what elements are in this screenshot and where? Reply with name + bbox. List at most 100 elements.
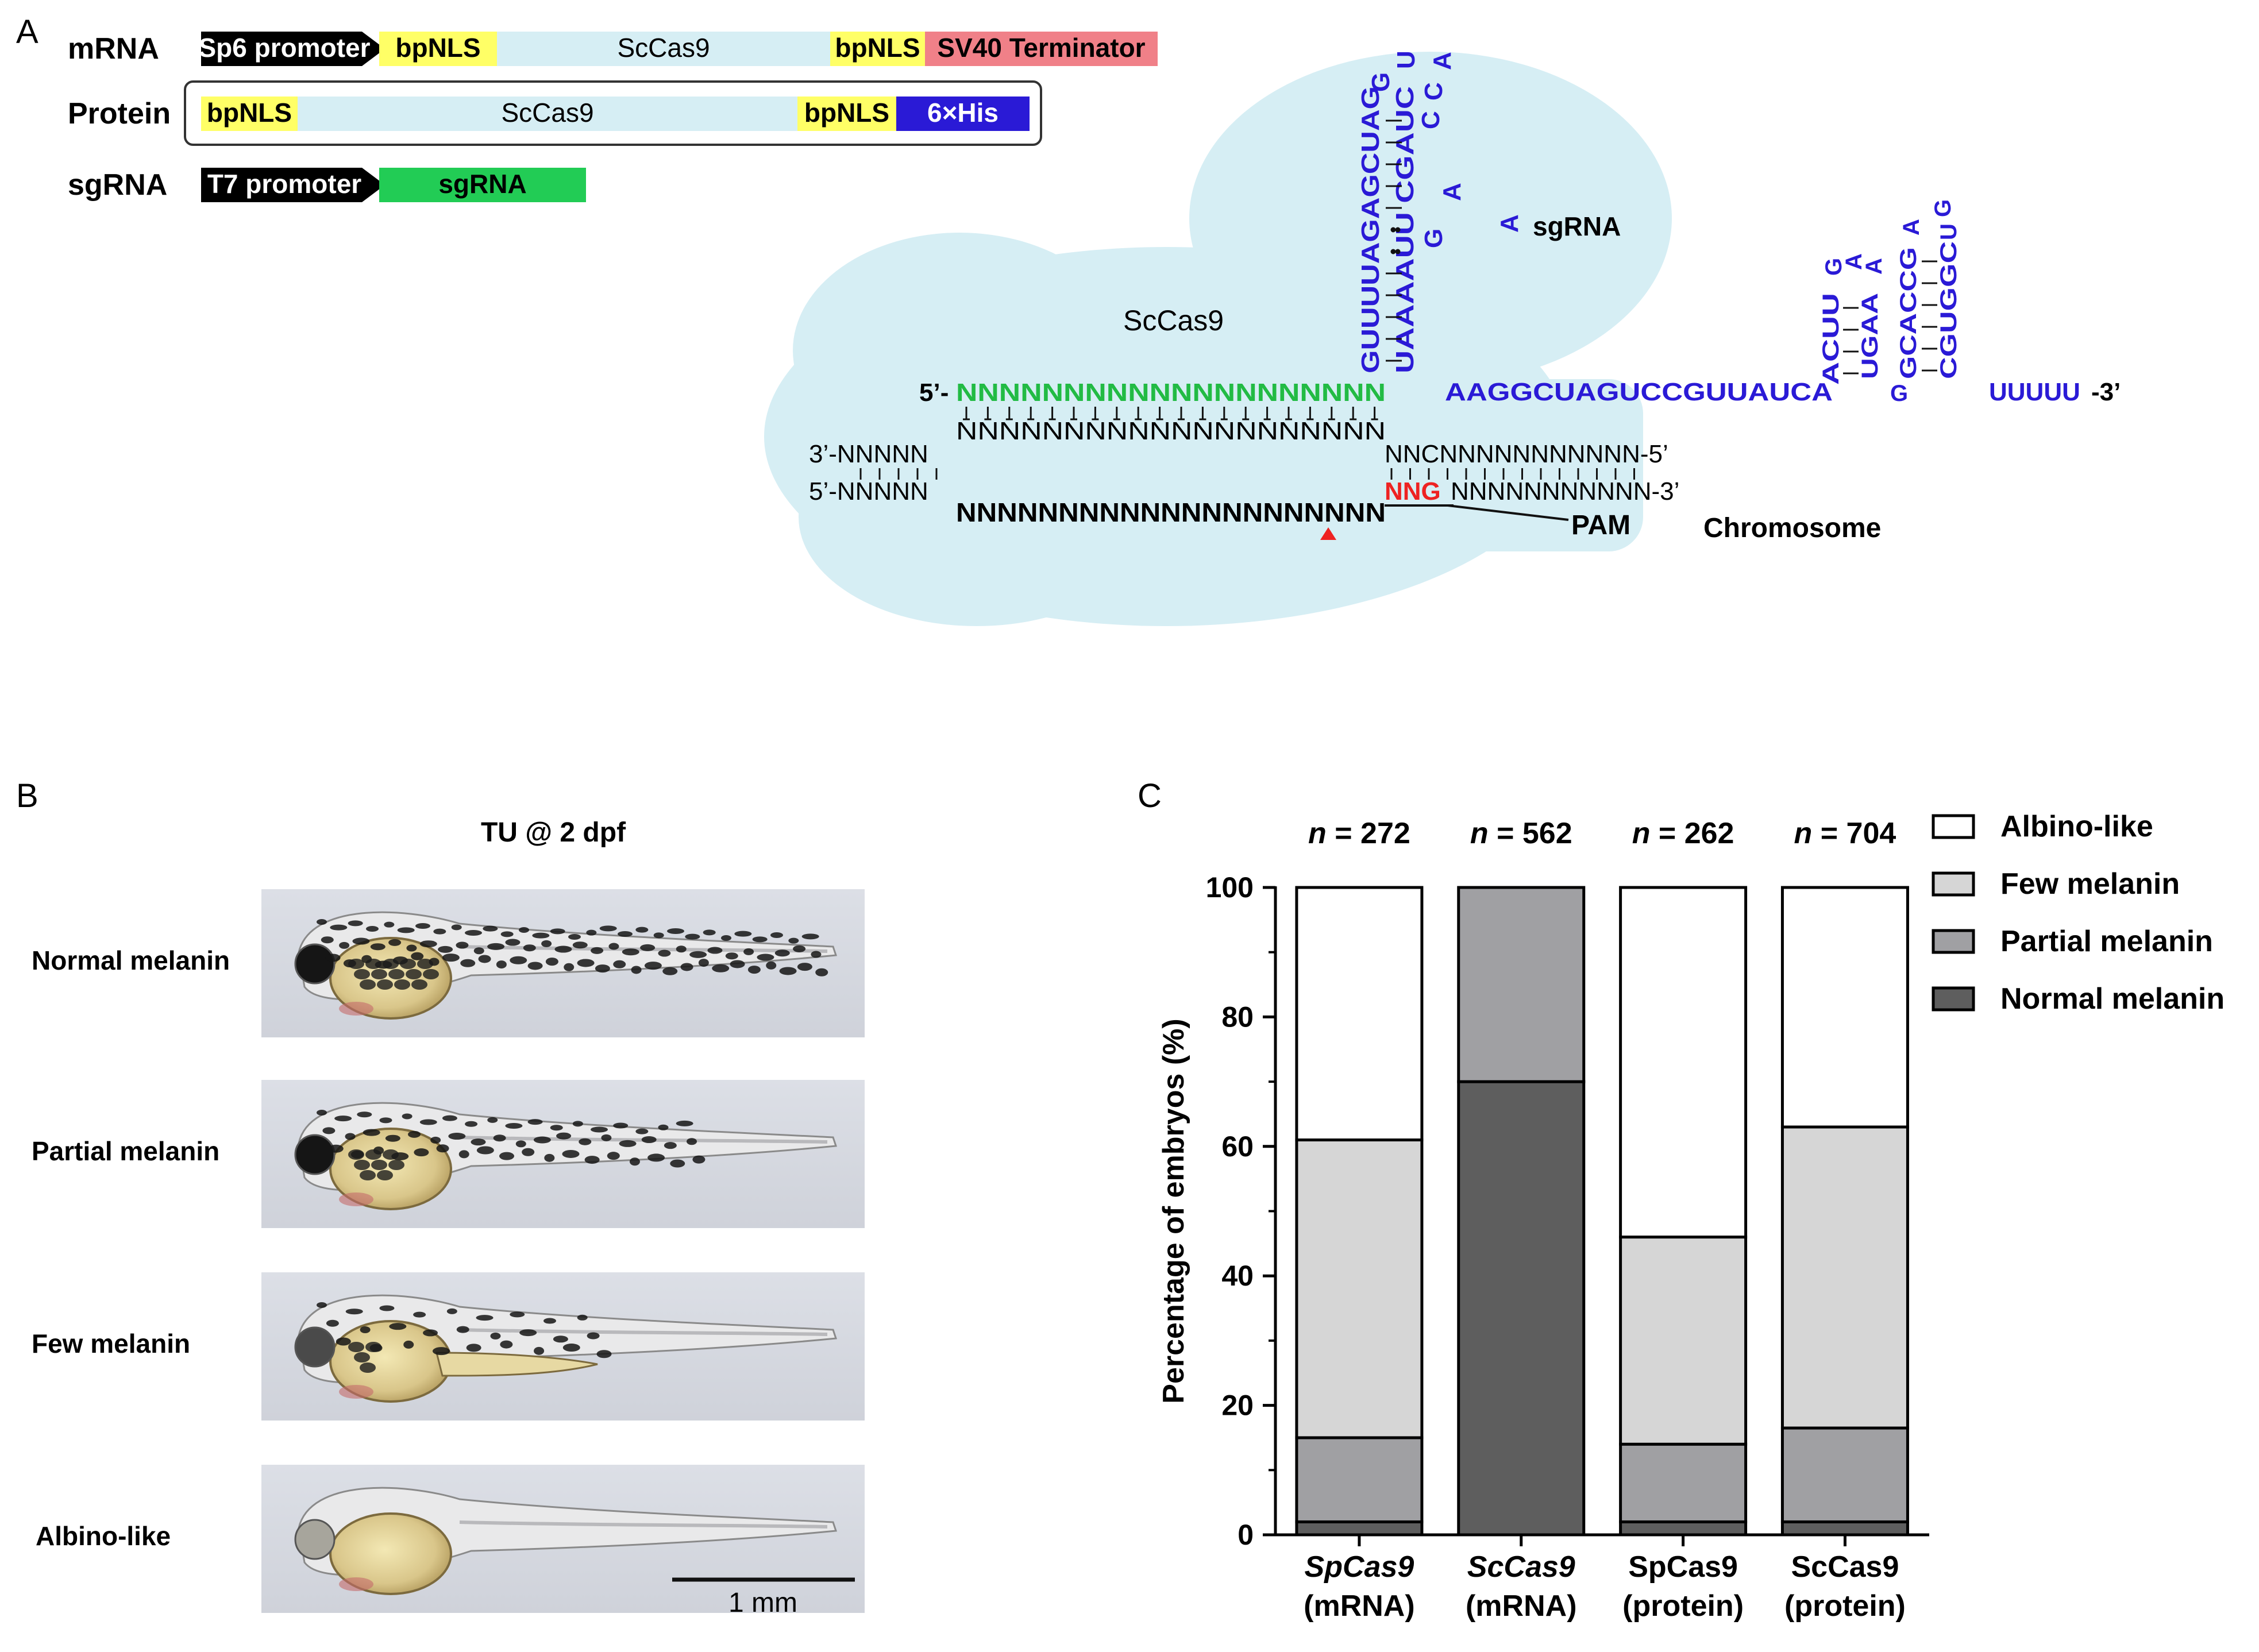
stem1-loop-3: A (1428, 52, 1456, 70)
yolk-melanocyte (360, 979, 376, 990)
melanocyte (413, 1311, 426, 1318)
eye (294, 1326, 336, 1368)
cas-label: ScCas9 (1123, 304, 1224, 337)
melanocyte (385, 1134, 400, 1142)
y-axis-label: Percentage of embryos (%) (1157, 1018, 1190, 1403)
stem1-bulge-2: G (1420, 229, 1448, 248)
melanocyte (801, 933, 819, 940)
melanocyte (519, 1329, 537, 1337)
yolk-melanocyte (348, 1342, 364, 1352)
n-label-prefix: n (1794, 817, 1813, 850)
melanocyte (432, 1347, 450, 1356)
melanocyte (325, 954, 341, 962)
yolk-melanocyte (388, 1160, 404, 1170)
category-label: ScCas9 (1467, 1550, 1575, 1584)
melanocyte (554, 945, 572, 953)
yolk-melanocyte (406, 969, 422, 979)
melanocyte (550, 928, 565, 935)
hp1-right-seq: UGAA (1857, 293, 1883, 379)
y-tick-label: 0 (1238, 1519, 1254, 1551)
segment-label-0-4: SV40 Terminator (937, 33, 1145, 63)
yolk-melanocyte (377, 979, 393, 990)
segment-label-1-2: bpNLS (804, 98, 889, 128)
melanocyte (545, 958, 558, 966)
n-label-prefix: n (1470, 817, 1489, 850)
n-label-value: = 272 (1327, 817, 1410, 850)
eye (294, 1134, 336, 1175)
yolk-melanocyte (371, 969, 387, 979)
cas9-bubble (764, 52, 1672, 626)
melanocyte (543, 1318, 556, 1324)
notochord (459, 1520, 828, 1529)
bar-segment-partial-melanin (1780, 1426, 1909, 1523)
cut-site-marker (1320, 527, 1336, 540)
bar-segment-normal-melanin (1619, 1520, 1748, 1537)
melanocyte (815, 968, 828, 976)
melanocyte (493, 1134, 506, 1142)
n-label-value: = 262 (1650, 817, 1734, 850)
n-label-value: = 562 (1489, 817, 1572, 850)
melanocyte (466, 1344, 481, 1352)
melanocyte (658, 949, 671, 957)
melanocyte (613, 1122, 629, 1129)
melanocyte (522, 1148, 535, 1156)
melanocyte (505, 939, 521, 946)
panel-a-label: A (16, 13, 38, 51)
legend-swatch (1932, 814, 1975, 839)
hp2-right-seq: CGUGGC (1936, 241, 1961, 379)
melanocyte (766, 961, 777, 970)
left-bottom-strand: 5’-NNNNN (809, 477, 928, 505)
melanocyte (527, 962, 543, 970)
melanocyte (687, 1138, 697, 1145)
melanocyte (533, 1136, 551, 1144)
legend-label: Partial melanin (2000, 925, 2213, 958)
melanocyte (721, 935, 731, 941)
melanocyte (725, 952, 738, 960)
melanocyte (505, 1123, 523, 1129)
embryo-label-1: Partial melanin (32, 1136, 219, 1166)
melanocyte (487, 1117, 498, 1123)
melanocyte (408, 1130, 421, 1138)
melanocyte (670, 1159, 685, 1168)
stem1-bulge-1: A (1438, 183, 1466, 201)
melanocyte (601, 1134, 612, 1141)
segment-label-0-1: bpNLS (395, 33, 480, 63)
melanocyte (473, 947, 484, 955)
melanocyte (556, 1132, 572, 1140)
left-pairing-ticks (859, 468, 938, 480)
yolk-melanocyte (365, 1342, 381, 1352)
melanocyte (436, 1144, 449, 1153)
segment-box-1-2 (797, 97, 896, 131)
yolk-melanocyte (360, 1362, 376, 1373)
pair-dot (1390, 227, 1396, 233)
melanocyte (460, 959, 476, 967)
melanocyte (730, 960, 745, 968)
melanocyte (707, 947, 723, 954)
n-label-prefix: n (1308, 817, 1327, 850)
melanocyte (499, 1152, 515, 1160)
embryo-photo-1 (261, 1080, 865, 1228)
hp1-loop-2: A (1841, 253, 1867, 270)
melanocyte (442, 954, 460, 962)
right-pairing-ticks (1390, 468, 1635, 480)
melanocyte (703, 929, 716, 936)
melanocyte (360, 1326, 371, 1333)
melanocyte (336, 1337, 351, 1346)
left-top-strand: 3’-NNNNN (809, 440, 928, 468)
melanocyte (676, 1120, 693, 1126)
y-tick-label: 40 (1221, 1260, 1254, 1292)
melanocyte (465, 930, 482, 936)
melanocyte (379, 1305, 395, 1311)
melanocyte (483, 925, 498, 932)
legend-swatch (1932, 929, 1975, 954)
stem1-loop-2: U (1392, 51, 1420, 69)
bar-segment-normal-melanin (1780, 1520, 1909, 1537)
sgrna-stem-1: GUUUUAGAGCUAG UAAAAUU CGAUC G U A C C A … (1356, 51, 1524, 373)
target-strand: NNNNNNNNNNNNNNNNNNNN (956, 417, 1386, 445)
yolk (329, 1512, 452, 1595)
bar-segment-partial-melanin (1619, 1442, 1748, 1523)
melanocyte (629, 1157, 640, 1166)
yolk-melanocyte (365, 959, 381, 969)
bar-segment-few-melanin (1619, 1236, 1748, 1446)
